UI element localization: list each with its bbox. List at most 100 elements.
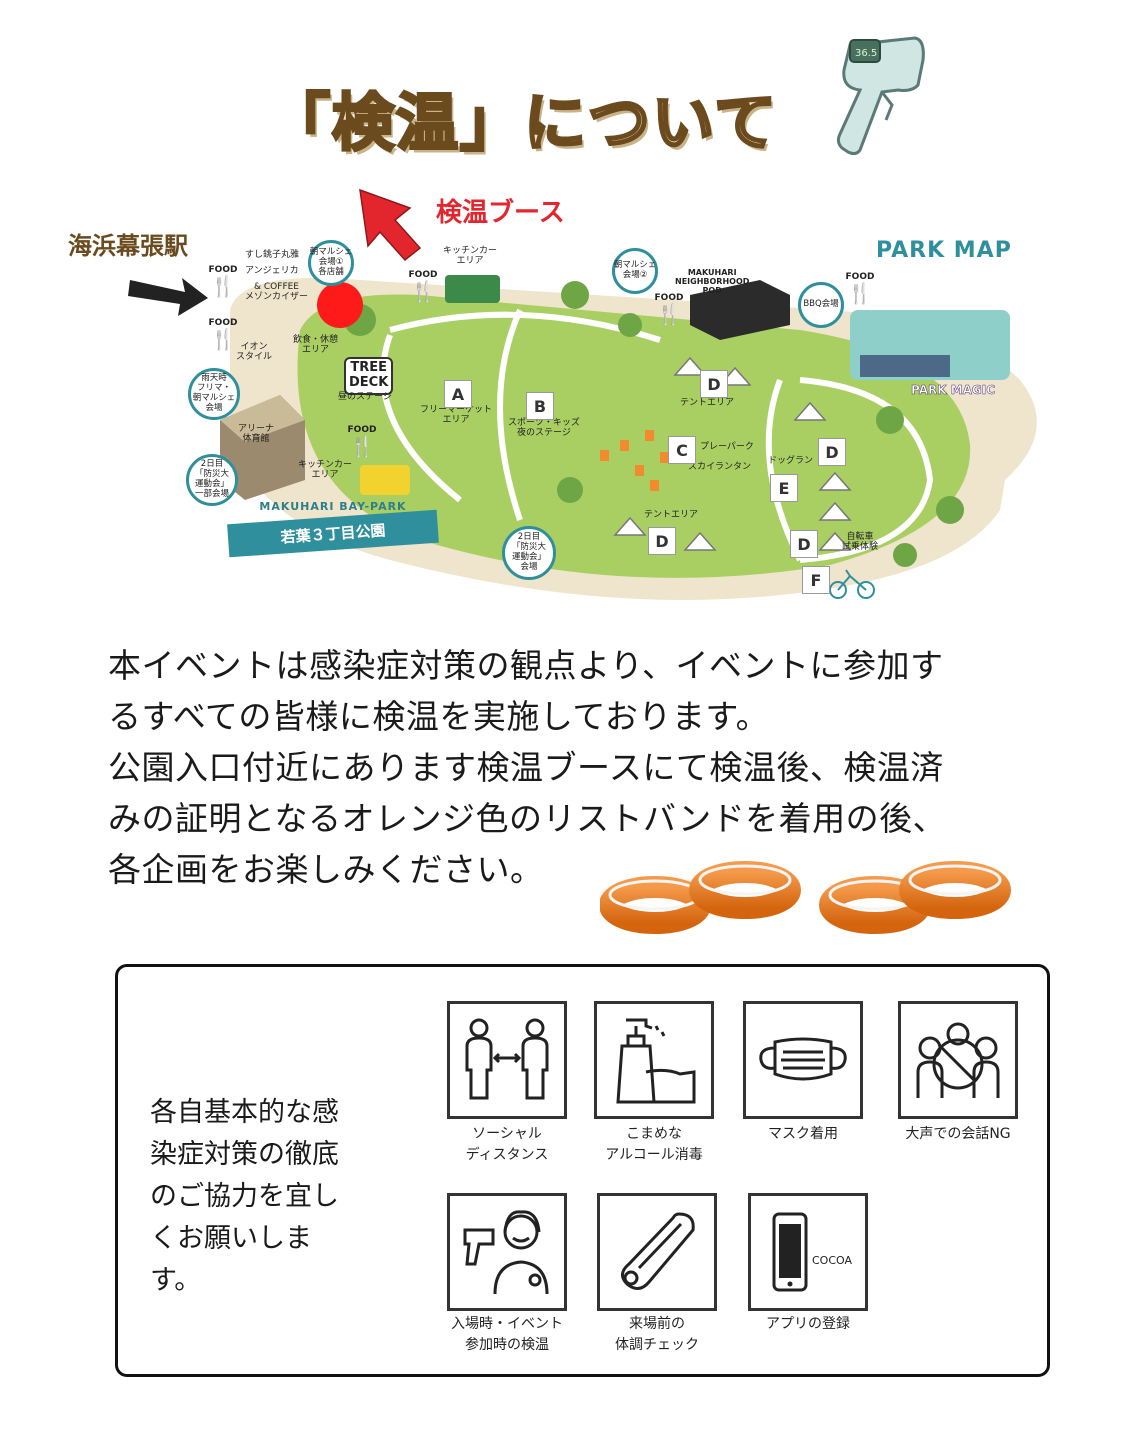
food-marker: FOOD🍴 [345, 425, 379, 457]
temperature-check-card [447, 1193, 567, 1311]
caption-line: 来場前の [629, 1316, 685, 1332]
map-label-arena: アリーナ 体育館 [238, 424, 275, 445]
safety-panel [115, 964, 1050, 1377]
caption-line: アルコール消毒 [605, 1147, 703, 1163]
notice-line: るすべての皆様に検温を実施しております。 [108, 697, 770, 736]
food-marker: FOOD🍴 [206, 265, 240, 297]
bay-park-name: MAKUHARI BAY-PARK [259, 500, 407, 513]
zone-f: F [802, 566, 830, 594]
fork-knife-icon: 🍴 [210, 327, 236, 351]
caption-line: ソーシャル [472, 1126, 542, 1142]
zone-d: D [648, 527, 676, 555]
food-label: FOOD [208, 265, 238, 275]
social-distance-caption: ソーシャル ディスタンス [447, 1124, 567, 1166]
food-label: FOOD [845, 272, 875, 282]
fork-knife-icon: 🍴 [656, 302, 682, 326]
map-label-sushi: すし銚子丸雅 [245, 250, 300, 260]
page-title: 「検温」について [267, 85, 779, 161]
food-label: FOOD [408, 270, 438, 280]
svg-text:36.5: 36.5 [855, 48, 877, 59]
food-marker: FOOD🍴 [843, 272, 877, 304]
map-label-tent-bottom: テントエリア [644, 510, 699, 520]
sanitizer-card [594, 1001, 714, 1119]
panel-line: 各自基本的な感 [150, 1097, 339, 1128]
food-marker: FOOD🍴 [406, 270, 440, 302]
sanitizer-caption: こまめな アルコール消毒 [594, 1124, 714, 1166]
zone-e: E [770, 474, 798, 502]
caption-line: 体調チェック [615, 1337, 699, 1353]
mask-icon [759, 1037, 847, 1081]
cocoa-label: COCOA [812, 1254, 853, 1267]
bubble-bbq: BBQ会場 [798, 282, 844, 328]
map-label-kitchen-car-top: キッチンカー エリア [443, 246, 498, 267]
app-card [748, 1193, 868, 1311]
map-label-pod: MAKUHARI NEIGHBORHOOD POD [675, 268, 750, 296]
zone-d: D [818, 438, 846, 466]
fork-knife-icon: 🍴 [847, 281, 873, 305]
map-label-play-park: プレーパーク [700, 442, 754, 452]
caption-line: 参加時の検温 [465, 1337, 549, 1353]
thermometer-gun-icon: 36.5 [836, 36, 925, 155]
no-talking-icon [916, 1022, 1000, 1098]
phone-app-icon [772, 1212, 808, 1292]
bay-park-banner: MAKUHARI BAY-PARK 若葉３丁目公園 [227, 500, 439, 562]
notice-text: 本イベントは感染症対策の観点より、イベントに参加す るすべての皆様に検温を実施し… [108, 640, 1068, 895]
map-label-rest: 飲食・休憩 エリア [293, 335, 339, 356]
map-label-kitchen-car-bottom: キッチンカー エリア [298, 460, 353, 481]
wakaba-park-name: 若葉３丁目公園 [227, 509, 439, 558]
map-label-tent-top: テントエリア [680, 398, 735, 408]
panel-line: 染症対策の徹底 [150, 1139, 339, 1170]
park-map-title: PARK MAP [876, 238, 1012, 263]
food-label: FOOD [654, 293, 684, 303]
sanitizer-icon [616, 1018, 696, 1104]
no-talking-card [898, 1001, 1018, 1119]
map-label-stage: 昼のステージ [338, 392, 392, 402]
mask-caption: マスク着用 [743, 1124, 863, 1145]
caption-line: マスク着用 [768, 1126, 838, 1142]
food-label: FOOD [347, 425, 377, 435]
bubble-rain: 雨天時 フリマ・ 朝マルシェ 会場 [188, 368, 240, 420]
panel-line: のご協力を宜し [150, 1181, 339, 1212]
booth-label: 検温ブース [436, 198, 565, 228]
social-distance-card [447, 1001, 567, 1119]
panel-line: くお願いしま [150, 1223, 312, 1254]
panel-line: す。 [150, 1265, 202, 1296]
map-label-coffee: & COFFEE メゾンカイザー [245, 282, 309, 303]
map-label-bicycle: 自転車 試乗体験 [842, 532, 879, 553]
zone-d: D [700, 370, 728, 398]
notice-line: みの証明となるオレンジ色のリストバンドを着用の後、 [108, 799, 947, 838]
caption-line: ディスタンス [465, 1147, 549, 1163]
zone-d: D [790, 530, 818, 558]
map-label-aeon: イオン スタイル [236, 342, 273, 363]
notice-line: 各企画をお楽しみください。 [108, 850, 544, 889]
temperature-check-icon [463, 1210, 549, 1295]
caption-line: こまめな [626, 1126, 682, 1142]
mask-card [743, 1001, 863, 1119]
panel-text: 各自基本的な感 染症対策の徹底 のご協力を宜し くお願いしま す。 [150, 1092, 380, 1302]
bubble-day2-bottom: 2日目 「防災大 運動会」 会場 [502, 526, 556, 580]
bubble-asa-marche-1: 朝マルシェ 会場① 各店舗 [308, 240, 354, 286]
map-label-flea: フリーマーケット エリア [420, 405, 493, 426]
no-talking-caption: 大声での会話NG [890, 1124, 1026, 1145]
thermometer-icon [621, 1212, 695, 1290]
map-label-sports: スポーツ・キッズ 夜のステージ [508, 418, 580, 439]
app-caption: アプリの登録 [748, 1314, 868, 1335]
bubble-day2: 2日目 「防災大 運動会」 一部会場 [186, 454, 238, 506]
fork-knife-icon: 🍴 [349, 434, 375, 458]
social-distance-icon [465, 1018, 549, 1100]
thermometer-caption: 来場前の 体調チェック [597, 1314, 717, 1356]
zone-a: A [444, 380, 472, 408]
caption-line: アプリの登録 [766, 1316, 850, 1332]
zone-c: C [668, 436, 696, 464]
notice-line: 公園入口付近にあります検温ブースにて検温後、検温済 [108, 748, 944, 787]
map-label-dog-run: ドッグラン [768, 456, 814, 466]
thermometer-card [597, 1193, 717, 1311]
tree-deck-label: TREE DECK [344, 357, 394, 395]
temperature-check-caption: 入場時・イベント 参加時の検温 [440, 1314, 574, 1356]
map-label-angelica: アンジェリカ [245, 266, 299, 276]
food-marker: FOOD🍴 [206, 318, 240, 350]
map-label-sky-lantern: スカイランタン [688, 462, 752, 472]
caption-line: 入場時・イベント [451, 1316, 563, 1332]
fork-knife-icon: 🍴 [210, 274, 236, 298]
caption-line: 大声での会話NG [905, 1126, 1011, 1142]
